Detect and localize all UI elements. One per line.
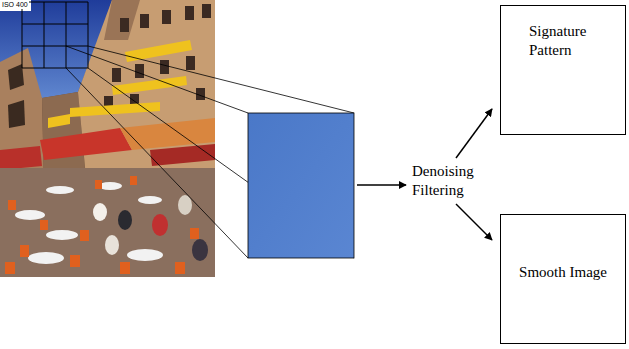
photo xyxy=(0,0,215,277)
process-step: Denoising Filtering xyxy=(412,162,492,200)
iso-label: ISO 400 xyxy=(1,1,29,9)
arrow-connector xyxy=(456,109,492,158)
zoom-lines xyxy=(66,46,354,258)
output-box: Smooth Image xyxy=(500,214,626,344)
output-box: Signature Pattern xyxy=(500,5,626,135)
node-text: Smooth Image xyxy=(508,263,618,282)
node-text: Signature Pattern xyxy=(529,22,609,60)
zoomed-patch xyxy=(248,113,354,258)
node-text: Denoising Filtering xyxy=(412,162,492,200)
input-arrow xyxy=(357,184,406,186)
sample-grid xyxy=(22,2,88,68)
arrow-connector xyxy=(456,204,492,240)
